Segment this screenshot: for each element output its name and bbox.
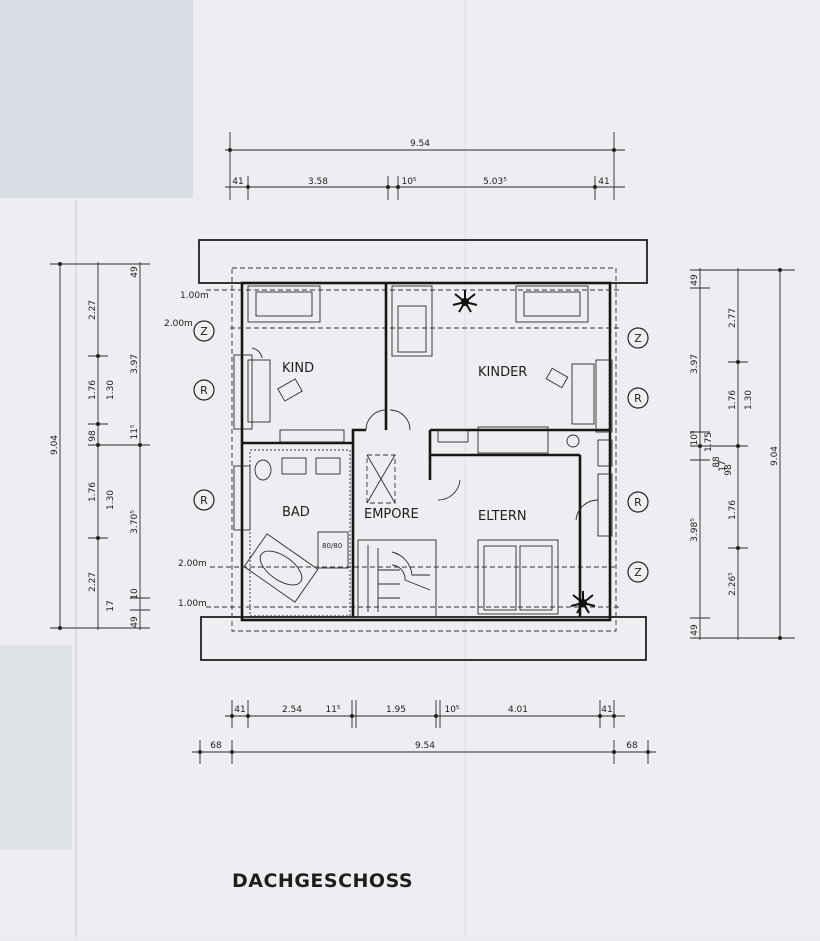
svg-text:3.98⁵: 3.98⁵ xyxy=(690,518,700,542)
plant-icon xyxy=(452,290,478,313)
svg-text:R: R xyxy=(634,392,642,405)
svg-text:49: 49 xyxy=(130,266,140,278)
furniture-kind xyxy=(233,347,303,430)
dimension-left: 9.04 2.27 1.76 98 1.76 2.27 49 3.97 1.30… xyxy=(50,262,150,630)
svg-text:1.30: 1.30 xyxy=(106,380,116,400)
svg-text:2.54: 2.54 xyxy=(282,705,302,715)
bed-eltern xyxy=(437,473,613,615)
outer-walls xyxy=(240,281,612,622)
svg-text:1.95: 1.95 xyxy=(386,705,406,715)
svg-text:1.30: 1.30 xyxy=(744,390,754,410)
svg-text:10: 10 xyxy=(130,588,140,600)
svg-text:Z: Z xyxy=(200,325,208,338)
svg-text:11⁵: 11⁵ xyxy=(325,705,340,715)
svg-text:9.54: 9.54 xyxy=(410,139,430,149)
svg-text:2.27: 2.27 xyxy=(88,572,98,592)
svg-text:9.54: 9.54 xyxy=(415,741,435,751)
svg-text:1.76: 1.76 xyxy=(728,390,738,410)
marker-z: Z xyxy=(193,320,215,342)
dimension-top: 9.54 41 3.58 10⁵ 5.03⁵ 41 xyxy=(225,132,625,200)
empore-doors xyxy=(365,409,411,504)
room-eltern: ELTERN xyxy=(478,509,527,524)
svg-text:9.04: 9.04 xyxy=(770,446,780,466)
svg-text:41: 41 xyxy=(234,705,245,715)
svg-text:R: R xyxy=(634,496,642,509)
svg-text:1.76: 1.76 xyxy=(88,482,98,502)
svg-text:10⁵: 10⁵ xyxy=(401,177,416,187)
plant-icon-eltern xyxy=(570,591,596,614)
svg-text:49: 49 xyxy=(690,274,700,286)
furniture-kinder xyxy=(545,359,613,433)
dimension-bottom: 41 2.54 11⁵ 1.95 10⁵ 4.01 41 68 9.54 68 xyxy=(192,700,656,764)
shower-label: 80/80 xyxy=(322,542,342,550)
svg-text:3.70⁵: 3.70⁵ xyxy=(130,510,140,534)
marker-r: R xyxy=(193,489,215,511)
svg-text:68: 68 xyxy=(626,741,638,751)
interior-walls xyxy=(242,283,610,617)
svg-text:17: 17 xyxy=(106,600,116,611)
height-label: 1.00m xyxy=(178,599,207,609)
marker-r: R xyxy=(627,491,649,513)
staircase xyxy=(357,539,437,618)
svg-text:2.27: 2.27 xyxy=(88,300,98,320)
svg-text:5.03⁵: 5.03⁵ xyxy=(483,177,507,187)
svg-text:41: 41 xyxy=(232,177,243,187)
marker-r: R xyxy=(193,379,215,401)
svg-text:10⁵: 10⁵ xyxy=(690,430,700,445)
height-label: 2.00m xyxy=(178,559,207,569)
svg-text:17: 17 xyxy=(718,460,728,471)
dimension-right: 49 2.77 3.97 1.76 1.30 10⁵ 1.75 3.98⁵ 1.… xyxy=(690,268,795,640)
marker-z: Z xyxy=(627,561,649,583)
svg-text:R: R xyxy=(200,494,208,507)
svg-text:3.97: 3.97 xyxy=(690,354,700,374)
svg-text:68: 68 xyxy=(210,741,222,751)
svg-text:2.77: 2.77 xyxy=(728,308,738,328)
svg-text:98: 98 xyxy=(88,430,98,442)
svg-text:41: 41 xyxy=(601,705,612,715)
marker-z: Z xyxy=(627,327,649,349)
svg-text:49: 49 xyxy=(130,616,140,628)
svg-text:3.58: 3.58 xyxy=(308,177,328,187)
wardrobe-kinder xyxy=(437,426,613,467)
svg-text:4.01: 4.01 xyxy=(508,705,528,715)
svg-text:1.76: 1.76 xyxy=(88,380,98,400)
bathroom-fixtures xyxy=(233,429,351,617)
svg-text:9.04: 9.04 xyxy=(50,435,60,455)
svg-text:R: R xyxy=(200,384,208,397)
paper-shadow xyxy=(0,0,193,198)
room-kinder: KINDER xyxy=(478,365,527,380)
svg-text:11⁵: 11⁵ xyxy=(130,424,140,439)
marker-r: R xyxy=(627,387,649,409)
room-kind: KIND xyxy=(282,361,314,376)
svg-text:49: 49 xyxy=(690,624,700,636)
room-bad: BAD xyxy=(282,505,310,520)
room-empore: EMPORE xyxy=(364,507,419,522)
svg-text:Z: Z xyxy=(634,332,642,345)
svg-text:2.26⁵: 2.26⁵ xyxy=(728,572,738,596)
height-label: 2.00m xyxy=(164,319,193,329)
svg-text:10⁵: 10⁵ xyxy=(444,705,459,715)
plan-title: DACHGESCHOSS xyxy=(232,870,413,892)
svg-text:41: 41 xyxy=(598,177,609,187)
roof-windows-top xyxy=(247,285,589,357)
svg-text:88: 88 xyxy=(712,456,722,468)
svg-text:1.76: 1.76 xyxy=(728,500,738,520)
outer-dashed-line xyxy=(231,267,617,632)
svg-text:Z: Z xyxy=(634,566,642,579)
svg-text:98: 98 xyxy=(724,464,734,476)
svg-text:1.75: 1.75 xyxy=(704,432,714,452)
svg-text:3.97: 3.97 xyxy=(130,354,140,374)
svg-text:1.30: 1.30 xyxy=(106,490,116,510)
height-label: 1.00m xyxy=(180,291,209,301)
